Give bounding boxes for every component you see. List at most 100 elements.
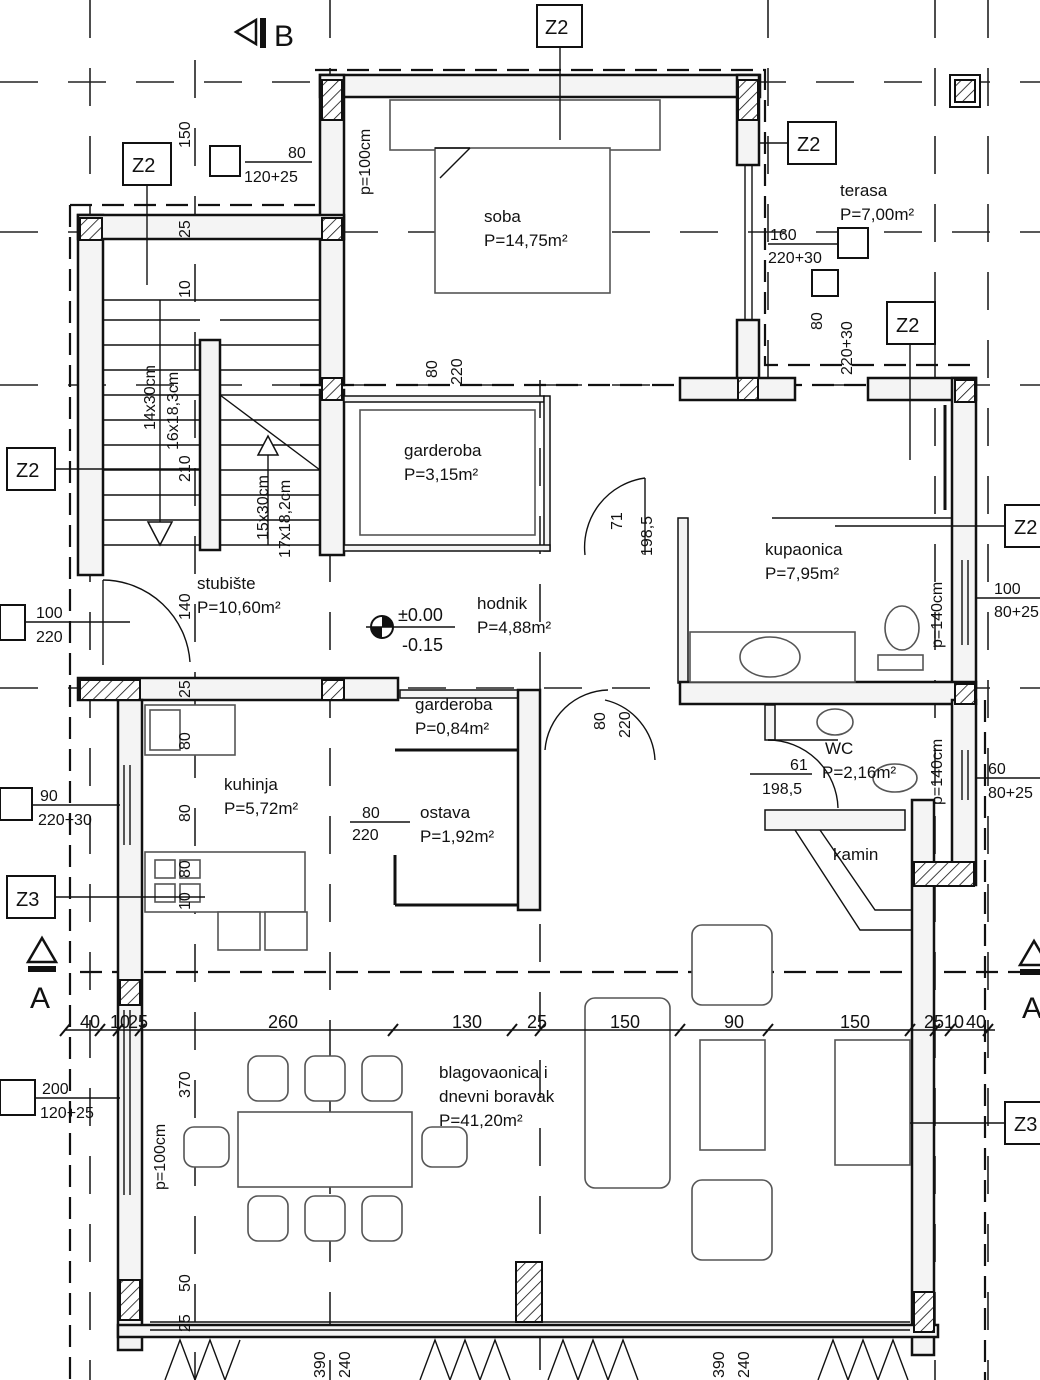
tag-label: Z2 (132, 155, 155, 177)
section-marker-b: B (233, 17, 294, 53)
folding-doors (164, 1338, 909, 1380)
opening-dimensions: 80 120+25 160 220+30 80 220+30 80 220 71… (25, 145, 1040, 1122)
dimension-tick (59, 1023, 71, 1037)
room-name-hodnik: hodnik (477, 594, 528, 613)
dim-v-25a: 25 (177, 220, 194, 238)
room-area-terasa: P=7,00m² (840, 205, 915, 224)
sill-kupaonica: p=140cm (929, 582, 946, 648)
room-area-dnevni: P=41,20m² (439, 1111, 523, 1130)
room-name-ostava: ostava (420, 803, 471, 822)
level-marker: ±0.00 -0.15 (366, 605, 455, 655)
stair-door-w: 100 (36, 605, 63, 622)
ostava-door-w: 80 (362, 805, 380, 822)
wc-door-b: 198,5 (762, 781, 802, 798)
dimension-tick (387, 1023, 399, 1037)
tag-label: Z2 (545, 17, 568, 39)
room-name-kuhinja: kuhinja (224, 775, 278, 794)
stair-lower: 15x30cm (255, 475, 272, 540)
tag-z3-left: Z3 (6, 875, 205, 919)
dim-v-10b: 10 (177, 892, 194, 910)
walls (76, 73, 978, 1357)
dim-v-210: 210 (177, 455, 194, 482)
stair-upper: 14x30cm (142, 365, 159, 430)
terasa-vert-b: 220+30 (839, 321, 856, 375)
tag-z2-soba-right: Z2 (760, 121, 837, 165)
vertical-dimensions: 150 25 10 210 140 25 80 80 80 10 370 50 … (177, 121, 753, 1378)
terasa-door-h: 220+30 (768, 250, 822, 267)
dimension-tick (674, 1023, 686, 1037)
dim-v-370: 370 (177, 1071, 194, 1098)
door-swings (102, 477, 839, 809)
opening-symbols (0, 145, 869, 1116)
dimension-label: 150 (610, 1012, 640, 1032)
soba-window-w: 80 (288, 145, 306, 162)
stairs (103, 299, 321, 547)
tag-label: Z3 (16, 889, 39, 911)
terasa-vert-a: 80 (809, 312, 826, 330)
tag-z2-terasa: Z2 (886, 301, 936, 460)
wc-window-h: 80+25 (988, 785, 1033, 802)
dimension-tick (762, 1023, 774, 1037)
dimension-label: 10 (944, 1012, 964, 1032)
room-name-stubiste: stubište (197, 574, 256, 593)
room-area-garderoba: P=3,15m² (404, 465, 479, 484)
section-b-label: B (274, 20, 294, 53)
dim-v-10: 10 (177, 280, 194, 298)
dashed-outline (68, 68, 987, 1380)
garderoba-door-b: 220 (449, 358, 466, 385)
window-frames (123, 560, 969, 1331)
room-name-terasa: terasa (840, 181, 888, 200)
room-area-garderoba-small: P=0,84m² (415, 719, 490, 738)
hodnik-door-b: 198,5 (639, 516, 656, 556)
room-name-garderoba: garderoba (404, 441, 482, 460)
dimension-tick (929, 1023, 941, 1037)
dimension-tick (904, 1023, 916, 1037)
sill-labels: p=100cm p=140cm p=140cm p=100cm (152, 129, 946, 1190)
wc-window-w: 60 (988, 761, 1006, 778)
room-name-kamin: kamin (833, 845, 878, 864)
dimension-tick (134, 1023, 146, 1037)
tag-z2-stair-top: Z2 (122, 142, 172, 285)
dim-v-240b: 240 (736, 1351, 753, 1378)
gard2-door-a: 80 (592, 712, 609, 730)
dimension-tick (534, 1023, 546, 1037)
tag-label: Z2 (16, 460, 39, 482)
dimension-ticks (59, 1023, 994, 1037)
dim-v-80c: 80 (177, 860, 194, 878)
section-marker-a-left: A (25, 935, 59, 1015)
gard2-door-b: 220 (617, 711, 634, 738)
tag-z3-right: Z3 (910, 1101, 1040, 1145)
dim-v-150: 150 (177, 121, 194, 148)
dimension-label: 10 (110, 1012, 130, 1032)
tag-z2-right: Z2 (835, 504, 1040, 548)
wc-door-a: 61 (790, 757, 808, 774)
room-name-soba: soba (484, 207, 521, 226)
room-area-hodnik: P=4,88m² (477, 618, 552, 637)
sill-wc: p=140cm (929, 739, 946, 805)
section-a-right-label: A (1022, 992, 1040, 1025)
dim-v-80b: 80 (177, 804, 194, 822)
room-name-dnevni-2: dnevni boravak (439, 1087, 555, 1106)
dim-v-390b: 390 (711, 1351, 728, 1378)
section-a-left-label: A (30, 982, 50, 1015)
bath-window-w: 100 (994, 581, 1021, 598)
dimension-label: 260 (268, 1012, 298, 1032)
dimension-label: 150 (840, 1012, 870, 1032)
dimension-label: 25 (924, 1012, 944, 1032)
sill-living: p=100cm (152, 1124, 169, 1190)
dimension-tick (944, 1023, 956, 1037)
dim-v-80a: 80 (177, 732, 194, 750)
soba-window-h: 120+25 (244, 169, 298, 186)
level-bottom: -0.15 (402, 635, 443, 655)
room-area-kupaonica: P=7,95m² (765, 564, 840, 583)
tag-label: Z2 (1014, 517, 1037, 539)
living-window-h: 120+25 (40, 1105, 94, 1122)
dim-v-390a: 390 (312, 1351, 329, 1378)
dimension-label: 40 (80, 1012, 100, 1032)
tag-z2-left: Z2 (6, 447, 200, 491)
sill-soba: p=100cm (357, 129, 374, 195)
columns (79, 74, 981, 1333)
ostava-door-h: 220 (352, 827, 379, 844)
terasa-door-w: 160 (770, 227, 797, 244)
